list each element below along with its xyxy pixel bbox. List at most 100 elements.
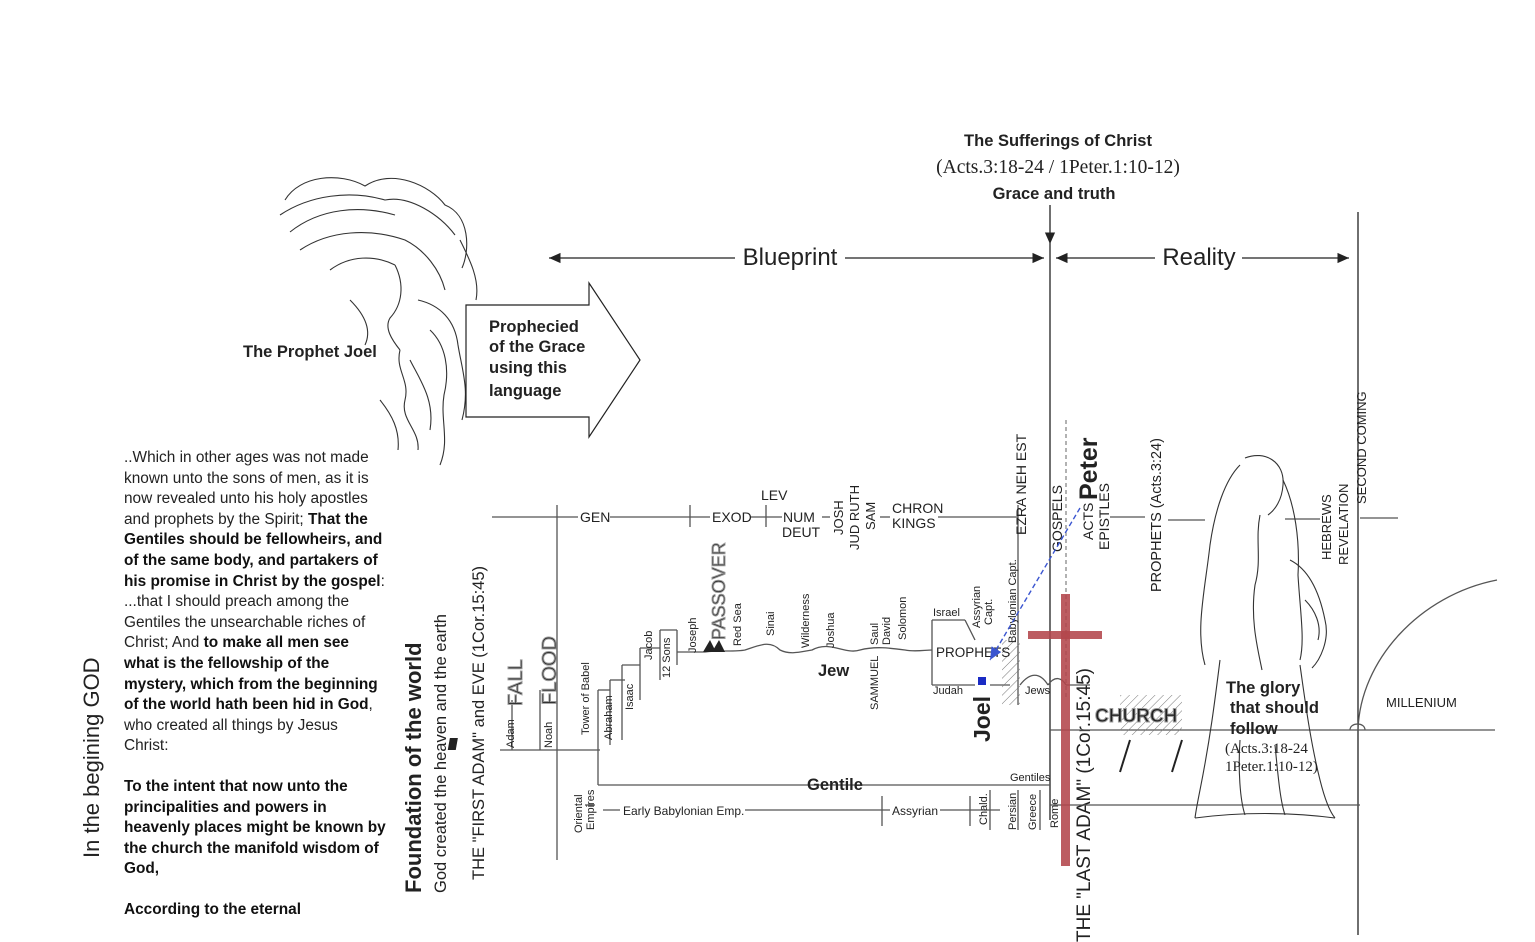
empire-persian: Persian — [1007, 793, 1019, 830]
creation-label: God created the heaven and the earth — [432, 614, 450, 893]
foundation-label: Foundation of the world — [401, 642, 426, 893]
event-sammuel: SAMMUEL — [869, 656, 881, 710]
empire-greece: Greece — [1027, 794, 1039, 830]
event-isaac: Isaac — [624, 683, 636, 710]
event-babel: Tower of Babel — [580, 662, 592, 735]
event-red-sea: Red Sea — [732, 602, 744, 646]
quote-paragraph-3: According to the eternal — [124, 900, 386, 921]
glory-ref: 1Peter.1:10-12) — [1225, 759, 1318, 775]
quote-text: According to the eternal — [124, 900, 302, 918]
quote-run: , who created all things by Jesus Christ… — [124, 696, 373, 755]
event-israel: Israel — [933, 607, 960, 619]
empire-oriental: Oriental — [573, 794, 585, 833]
event-wilderness: Wilderness — [800, 593, 812, 648]
event-gentile: Gentile — [807, 776, 863, 794]
book-kings: KINGS — [892, 515, 936, 531]
header-subtitle: Grace and truth — [993, 185, 1116, 203]
book-deut: DEUT — [782, 524, 821, 540]
book-revelation: REVELATION — [1336, 484, 1351, 565]
book-hebrews: HEBREWS — [1319, 494, 1334, 560]
reality-label: Reality — [1162, 244, 1235, 271]
joel-label: Joel — [969, 696, 995, 742]
event-babylonian-capt: Babylonian Capt. — [1007, 559, 1019, 643]
event-12-sons: 12 Sons — [661, 637, 673, 678]
prophecy-line: using this — [489, 359, 567, 377]
book-exod: EXOD — [712, 509, 752, 525]
event-joseph: Joseph — [687, 618, 699, 653]
event-millenium: MILLENIUM — [1386, 695, 1457, 710]
empire-assyrian: Assyrian — [892, 804, 938, 818]
book-sam: SAM — [863, 502, 878, 530]
event-saul: Saul — [869, 623, 881, 645]
book-jud-ruth: JUD RUTH — [847, 485, 862, 550]
prophecy-arrow-text: Prophecied of the Grace using this langu… — [489, 318, 585, 400]
event-flood: FLOOD — [539, 636, 561, 705]
event-noah: Noah — [543, 722, 555, 748]
church-symbol: CHURCH — [1095, 695, 1183, 773]
book-chron: CHRON — [892, 500, 943, 516]
event-abraham: Abraham — [603, 695, 615, 740]
empire-rome: Rome — [1049, 799, 1061, 828]
church-label: CHURCH — [1095, 706, 1177, 727]
cross-symbol — [1028, 594, 1102, 866]
quote-run: ..Which in other ages was not made known… — [124, 449, 369, 528]
quote-run: : ...that I should preach among the Gent… — [124, 572, 385, 652]
peter-prophets-link — [989, 507, 1081, 661]
event-jew: Jew — [818, 662, 849, 680]
book-acts: ACTS — [1080, 503, 1096, 540]
scripture-quote: ..Which in other ages was not made known… — [124, 448, 386, 940]
quote-paragraph-2: To the intent that now unto the principa… — [124, 777, 386, 880]
glory-ref: (Acts.3:18-24 — [1225, 741, 1308, 757]
event-joshua: Joshua — [825, 612, 837, 648]
glory-line: The glory — [1226, 679, 1301, 697]
joel-marker — [978, 677, 986, 685]
prophet-name: The Prophet Joel — [243, 343, 377, 361]
babel-tower-marker — [447, 738, 458, 750]
glory-line: follow — [1230, 720, 1278, 738]
event-passover: PASSOVER — [709, 542, 729, 640]
event-fall: FALL — [505, 659, 527, 706]
quote-paragraph-1: ..Which in other ages was not made known… — [124, 448, 386, 757]
empire-chald: Chald. — [978, 793, 990, 825]
header-reference: (Acts.3:18-24 / 1Peter.1:10-12) — [936, 157, 1180, 178]
quote-run: That the Gentiles should be fellowheirs,… — [124, 510, 383, 590]
book-josh: JOSH — [831, 500, 846, 535]
empire-oriental-2: Empires — [585, 789, 597, 830]
event-sinai: Sinai — [765, 612, 777, 636]
book-labels: GEN EXOD LEV NUM DEUT JOSH JUD RUTH SAM … — [580, 391, 1369, 592]
first-adam-label: THE "FIRST ADAM" and EVE (1Cor.15:45) — [470, 566, 488, 880]
prophecy-line: language — [489, 382, 561, 400]
quote-text: To the intent that now unto the principa… — [124, 777, 386, 878]
book-gospels: GOSPELS — [1049, 485, 1065, 552]
book-num: NUM — [783, 509, 815, 525]
event-assyrian: Assyrian — [971, 586, 983, 628]
header-title: The Sufferings of Christ — [964, 132, 1152, 150]
beginning-god-label: In the begining GOD — [79, 657, 104, 858]
empire-labels: Oriental Empires Early Babylonian Emp. A… — [573, 789, 1061, 833]
event-solomon: Solomon — [897, 597, 909, 640]
book-epistles: EPISTLES — [1096, 483, 1112, 550]
babylonian-captivity-hatch — [1002, 640, 1020, 705]
event-gentiles: Gentiles — [1010, 772, 1051, 784]
second-coming-label: SECOND COMING — [1354, 391, 1369, 504]
bride-sketch — [1194, 454, 1336, 819]
event-adam: Adam — [505, 719, 517, 748]
book-ezra: EZRA NEH EST — [1013, 433, 1029, 535]
passover-marker — [703, 640, 725, 652]
quote-run: to make all men see what is the fellowsh… — [124, 634, 378, 714]
prophecy-block-arrow — [465, 281, 641, 439]
event-judah: Judah — [933, 685, 963, 697]
event-jacob: Jacob — [643, 631, 655, 660]
prophet-joel-sketch — [279, 177, 478, 466]
event-david: David — [881, 617, 893, 645]
peter-label: Peter — [1075, 437, 1103, 500]
book-lev: LEV — [761, 487, 788, 503]
prophecy-line: of the Grace — [489, 338, 585, 356]
blueprint-label: Blueprint — [743, 244, 838, 271]
prophecy-line: Prophecied — [489, 318, 579, 336]
event-jews: Jews — [1025, 685, 1051, 697]
book-prophets-ref: PROPHETS (Acts.3:24) — [1149, 438, 1165, 592]
empire-babylonian: Early Babylonian Emp. — [623, 804, 744, 818]
event-capt: Capt. — [983, 599, 995, 625]
